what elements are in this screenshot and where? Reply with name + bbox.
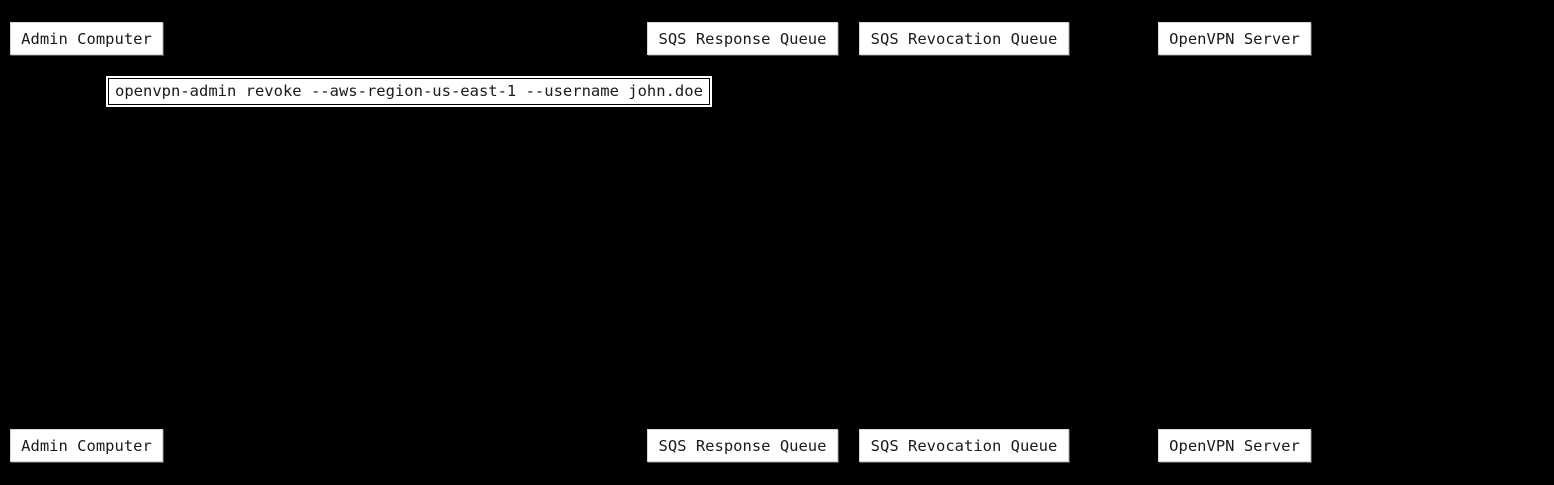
participant-box-openvpn-server-top: OpenVPN Server xyxy=(1158,22,1311,55)
participant-box-sqs-revocation-queue-bottom: SQS Revocation Queue xyxy=(859,429,1069,462)
message-label-revoke-command: openvpn-admin revoke --aws-region-us-eas… xyxy=(108,78,710,105)
lifeline-openvpn-server xyxy=(1234,56,1235,429)
participant-box-openvpn-server-bottom: OpenVPN Server xyxy=(1158,429,1311,462)
participant-box-sqs-revocation-queue-top: SQS Revocation Queue xyxy=(859,22,1069,55)
lifeline-sqs-response-queue xyxy=(742,56,743,429)
lifeline-admin-computer xyxy=(86,56,87,429)
participant-box-admin-computer-top: Admin Computer xyxy=(10,22,163,55)
lifeline-sqs-revocation-queue xyxy=(964,56,965,429)
participant-box-sqs-response-queue-bottom: SQS Response Queue xyxy=(647,429,838,462)
participant-box-sqs-response-queue-top: SQS Response Queue xyxy=(647,22,838,55)
participant-box-admin-computer-bottom: Admin Computer xyxy=(10,429,163,462)
